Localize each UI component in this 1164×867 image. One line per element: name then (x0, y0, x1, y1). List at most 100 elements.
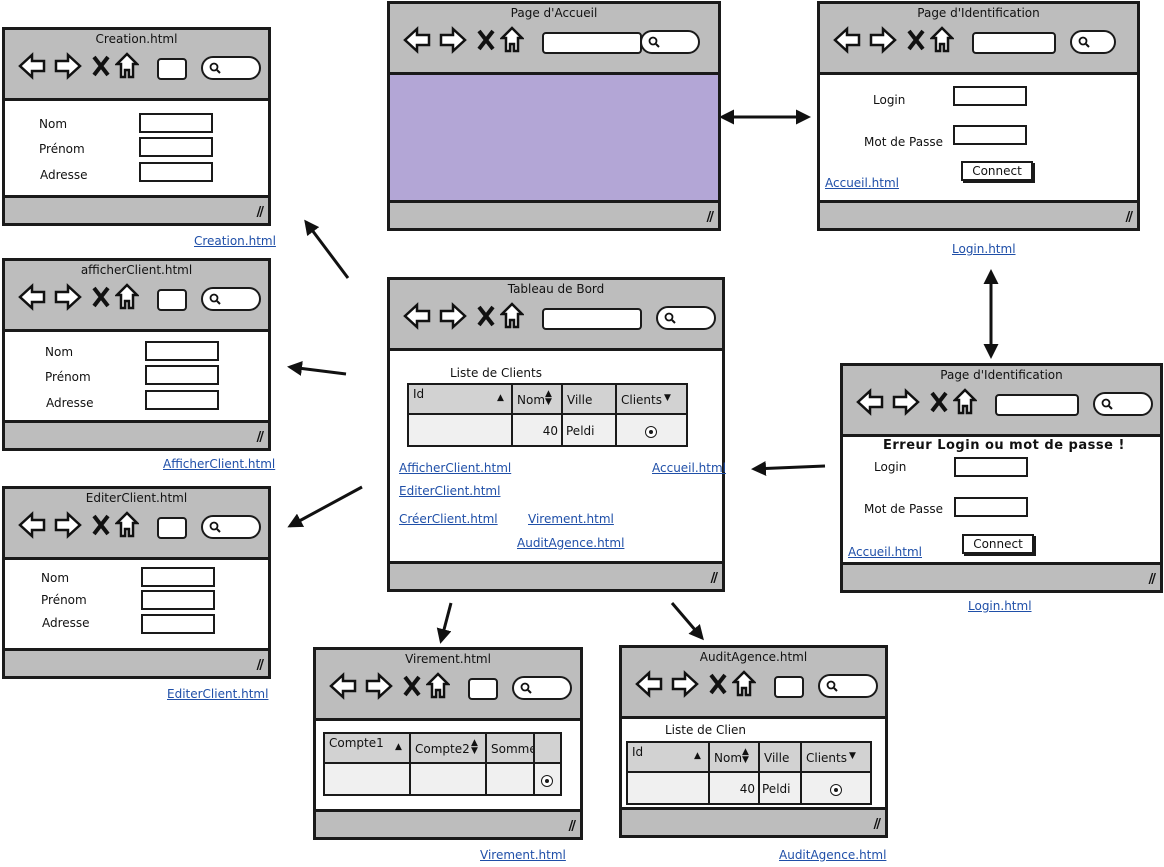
close-icon[interactable] (402, 672, 422, 700)
column-header-id[interactable]: Id▲ (628, 743, 710, 773)
connect-button[interactable]: Connect (961, 161, 1033, 181)
editer-caption[interactable]: EditerClient.html (167, 687, 269, 701)
back-icon[interactable] (402, 302, 432, 330)
search-box[interactable] (201, 56, 261, 80)
close-icon[interactable] (91, 511, 111, 539)
link-virement[interactable]: Virement.html (528, 512, 614, 526)
back-icon[interactable] (832, 26, 862, 54)
address-bar[interactable] (995, 394, 1079, 416)
prenom-input[interactable] (141, 590, 215, 610)
address-bar[interactable] (157, 58, 187, 80)
audit-caption[interactable]: AuditAgence.html (779, 848, 887, 862)
search-box[interactable] (640, 30, 700, 54)
close-icon[interactable] (91, 52, 111, 80)
home-icon[interactable] (426, 672, 450, 700)
prenom-input[interactable] (145, 365, 219, 385)
back-icon[interactable] (634, 670, 664, 698)
password-input[interactable] (954, 497, 1028, 517)
resize-grip-icon[interactable]: // (1148, 572, 1156, 587)
resize-grip-icon[interactable]: // (873, 817, 881, 832)
search-box[interactable] (818, 674, 878, 698)
resize-grip-icon[interactable]: // (1125, 210, 1133, 225)
creation-caption[interactable]: Creation.html (194, 234, 276, 248)
address-bar[interactable] (468, 678, 498, 700)
afficher-caption[interactable]: AfficherClient.html (163, 457, 276, 471)
resize-grip-icon[interactable]: // (256, 430, 264, 445)
home-icon[interactable] (500, 26, 524, 54)
home-icon[interactable] (115, 52, 139, 80)
back-icon[interactable] (402, 26, 432, 54)
accueil-link[interactable]: Accueil.html (848, 545, 922, 559)
home-icon[interactable] (732, 670, 756, 698)
column-header-clients[interactable]: Clients▼ (617, 385, 686, 415)
adresse-input[interactable] (141, 614, 215, 634)
connect-button[interactable]: Connect (962, 534, 1034, 554)
forward-icon[interactable] (438, 302, 468, 330)
forward-icon[interactable] (53, 511, 83, 539)
address-bar[interactable] (157, 289, 187, 311)
radio-button[interactable] (645, 426, 657, 438)
home-icon[interactable] (953, 388, 977, 416)
login-error-caption[interactable]: Login.html (968, 599, 1032, 613)
forward-icon[interactable] (670, 670, 700, 698)
address-bar[interactable] (542, 308, 642, 330)
link-editer-client[interactable]: EditerClient.html (399, 484, 501, 498)
radio-button[interactable] (541, 775, 553, 787)
close-icon[interactable] (708, 670, 728, 698)
login-caption[interactable]: Login.html (952, 242, 1016, 256)
search-box[interactable] (201, 515, 261, 539)
column-header-id[interactable]: Id▲ (409, 385, 513, 415)
nom-input[interactable] (145, 341, 219, 361)
back-icon[interactable] (17, 511, 47, 539)
column-header-somme[interactable]: Somme (487, 734, 535, 764)
column-header-nom[interactable]: Nom▲▼ (513, 385, 563, 415)
close-icon[interactable] (906, 26, 926, 54)
radio-button[interactable] (830, 784, 842, 796)
adresse-input[interactable] (139, 162, 213, 182)
column-header-nom[interactable]: Nom▲▼ (710, 743, 760, 773)
close-icon[interactable] (476, 26, 496, 54)
nom-input[interactable] (139, 113, 213, 133)
resize-grip-icon[interactable]: // (568, 819, 576, 834)
back-icon[interactable] (17, 283, 47, 311)
home-icon[interactable] (115, 283, 139, 311)
forward-icon[interactable] (891, 388, 921, 416)
resize-grip-icon[interactable]: // (710, 571, 718, 586)
resize-grip-icon[interactable]: // (706, 210, 714, 225)
prenom-input[interactable] (139, 137, 213, 157)
login-input[interactable] (953, 86, 1027, 106)
link-audit-agence[interactable]: AuditAgence.html (517, 536, 625, 550)
nom-input[interactable] (141, 567, 215, 587)
close-icon[interactable] (476, 302, 496, 330)
back-icon[interactable] (17, 52, 47, 80)
forward-icon[interactable] (364, 672, 394, 700)
close-icon[interactable] (929, 388, 949, 416)
back-icon[interactable] (328, 672, 358, 700)
forward-icon[interactable] (53, 283, 83, 311)
search-box[interactable] (1093, 392, 1153, 416)
column-header-clients[interactable]: Clients▼ (802, 743, 870, 773)
home-icon[interactable] (115, 511, 139, 539)
adresse-input[interactable] (145, 390, 219, 410)
address-bar[interactable] (542, 32, 642, 54)
search-box[interactable] (1070, 30, 1116, 54)
home-icon[interactable] (500, 302, 524, 330)
link-afficher-client[interactable]: AfficherClient.html (399, 461, 512, 475)
forward-icon[interactable] (438, 26, 468, 54)
login-input[interactable] (954, 457, 1028, 477)
forward-icon[interactable] (868, 26, 898, 54)
virement-caption[interactable]: Virement.html (480, 848, 566, 862)
link-accueil[interactable]: Accueil.html (652, 461, 726, 475)
accueil-link[interactable]: Accueil.html (825, 176, 899, 190)
close-icon[interactable] (91, 283, 111, 311)
forward-icon[interactable] (53, 52, 83, 80)
search-box[interactable] (512, 676, 572, 700)
resize-grip-icon[interactable]: // (256, 658, 264, 673)
back-icon[interactable] (855, 388, 885, 416)
address-bar[interactable] (972, 32, 1056, 54)
column-header-compte1[interactable]: Compte1▲ (325, 734, 411, 764)
search-box[interactable] (201, 287, 261, 311)
resize-grip-icon[interactable]: // (256, 205, 264, 220)
address-bar[interactable] (774, 676, 804, 698)
column-header-ville[interactable]: Ville (760, 743, 802, 773)
